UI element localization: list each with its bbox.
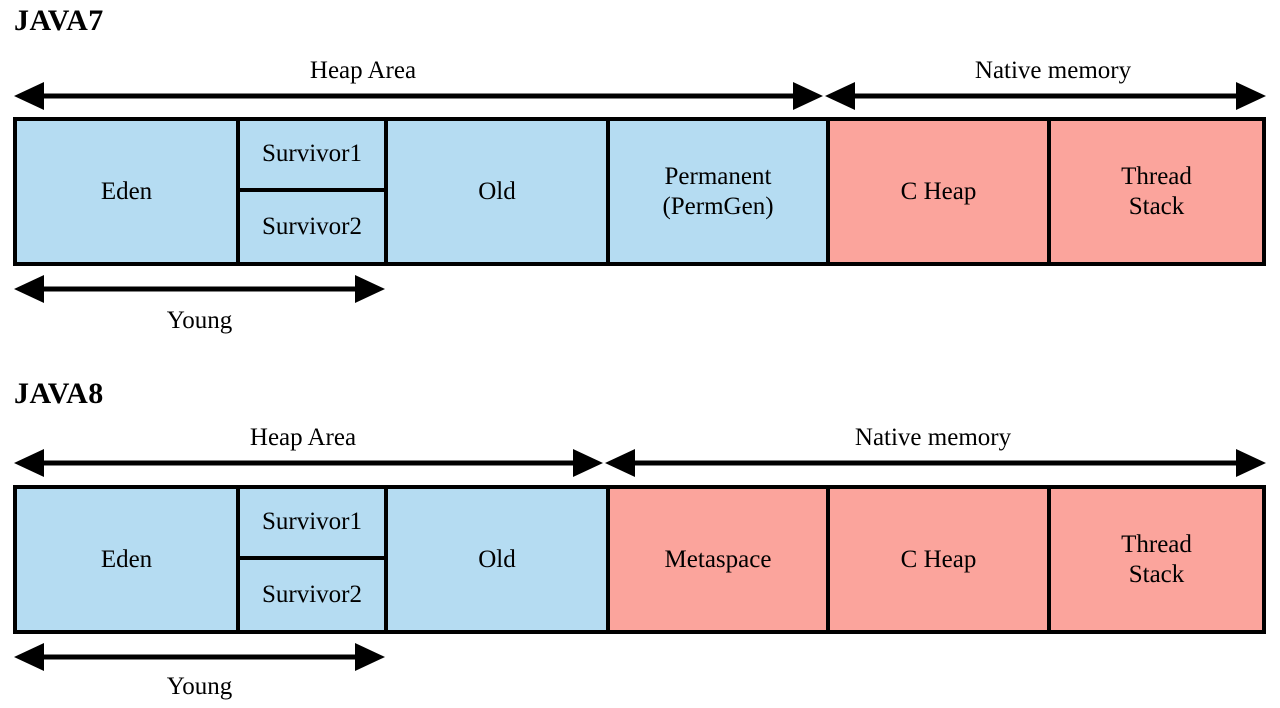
memory-cell-label: Survivor1 <box>262 508 362 536</box>
memory-cell-label: Permanent (PermGen) <box>662 162 773 222</box>
span-arrows-java7 <box>14 82 1266 110</box>
span-label-heap-area-java8: Heap Area <box>249 424 357 451</box>
memory-cell-label: C Heap <box>900 177 977 205</box>
span-label-heap-area-java7: Heap Area <box>309 57 417 84</box>
young-arrow-head-right-java8 <box>355 643 385 671</box>
memory-cell-label-line2: Stack <box>1128 560 1185 588</box>
memory-cell-label: Old <box>478 177 516 205</box>
memory-cell-label: Survivor2 <box>262 580 362 608</box>
section-title-java7: JAVA7 <box>14 4 104 37</box>
memory-cell-thread-stack-java7[interactable]: Thread Stack <box>1051 121 1262 262</box>
memory-cell-label-line2: Stack <box>1128 192 1185 220</box>
memory-bar-java7: Eden Survivor1 Survivor2 Old Permanent (… <box>13 117 1266 266</box>
memory-cell-survivor2-java8[interactable]: Survivor2 <box>240 559 384 630</box>
native-arrow-head-right-java7 <box>1236 82 1266 110</box>
memory-cell-survivor2-java7[interactable]: Survivor2 <box>240 191 384 262</box>
memory-cell-label-line2: (PermGen) <box>662 192 774 220</box>
native-arrow-head-left-java7 <box>825 82 855 110</box>
native-arrow-head-left-java8 <box>605 449 635 477</box>
young-arrow-head-left-java8 <box>14 643 44 671</box>
span-label-native-memory-java7: Native memory <box>974 57 1132 84</box>
memory-cell-survivor1-java7[interactable]: Survivor1 <box>240 121 384 192</box>
native-arrow-head-right-java8 <box>1236 449 1266 477</box>
memory-cell-eden-java8[interactable]: Eden <box>17 489 240 630</box>
memory-bar-java8: Eden Survivor1 Survivor2 Old Metaspace C… <box>13 485 1266 634</box>
young-arrow-head-right-java7 <box>355 275 385 303</box>
memory-cell-label: C Heap <box>900 545 977 573</box>
span-label-native-memory-java8: Native memory <box>854 424 1012 451</box>
memory-cell-old-java7[interactable]: Old <box>388 121 610 262</box>
memory-cell-label: Metaspace <box>664 545 772 573</box>
young-arrow-java8 <box>14 643 385 671</box>
memory-cell-label: Survivor1 <box>262 140 362 168</box>
span-arrows-java8 <box>14 449 1266 477</box>
memory-cell-label-line1: Thread <box>1121 162 1192 190</box>
span-label-young-java7: Young <box>166 307 233 334</box>
young-arrow-java7 <box>14 275 385 303</box>
memory-cell-eden-java7[interactable]: Eden <box>17 121 240 262</box>
memory-cell-label: Survivor2 <box>262 212 362 240</box>
memory-cell-c-heap-java8[interactable]: C Heap <box>830 489 1051 630</box>
heap-arrow-head-left-java8 <box>14 449 44 477</box>
heap-arrow-head-left-java7 <box>14 82 44 110</box>
memory-cell-label-line1: Thread <box>1121 530 1192 558</box>
memory-cell-survivors-java7[interactable]: Survivor1 Survivor2 <box>240 121 388 262</box>
memory-cell-metaspace-java8[interactable]: Metaspace <box>610 489 830 630</box>
memory-cell-label: Old <box>478 545 516 573</box>
heap-arrow-head-right-java7 <box>793 82 823 110</box>
span-label-young-java8: Young <box>166 673 233 700</box>
memory-cell-c-heap-java7[interactable]: C Heap <box>830 121 1051 262</box>
young-arrow-head-left-java7 <box>14 275 44 303</box>
memory-cell-survivor1-java8[interactable]: Survivor1 <box>240 489 384 560</box>
memory-cell-permanent-java7[interactable]: Permanent (PermGen) <box>610 121 830 262</box>
section-title-java8: JAVA8 <box>14 377 104 410</box>
memory-cell-label-line1: Permanent <box>664 162 772 190</box>
memory-cell-label: Eden <box>100 545 153 573</box>
heap-arrow-head-right-java8 <box>573 449 603 477</box>
memory-cell-thread-stack-java8[interactable]: Thread Stack <box>1051 489 1262 630</box>
memory-cell-label: Thread Stack <box>1121 162 1192 222</box>
memory-cell-label: Eden <box>100 177 153 205</box>
memory-cell-label: Thread Stack <box>1121 530 1192 590</box>
memory-cell-survivors-java8[interactable]: Survivor1 Survivor2 <box>240 489 388 630</box>
memory-cell-old-java8[interactable]: Old <box>388 489 610 630</box>
